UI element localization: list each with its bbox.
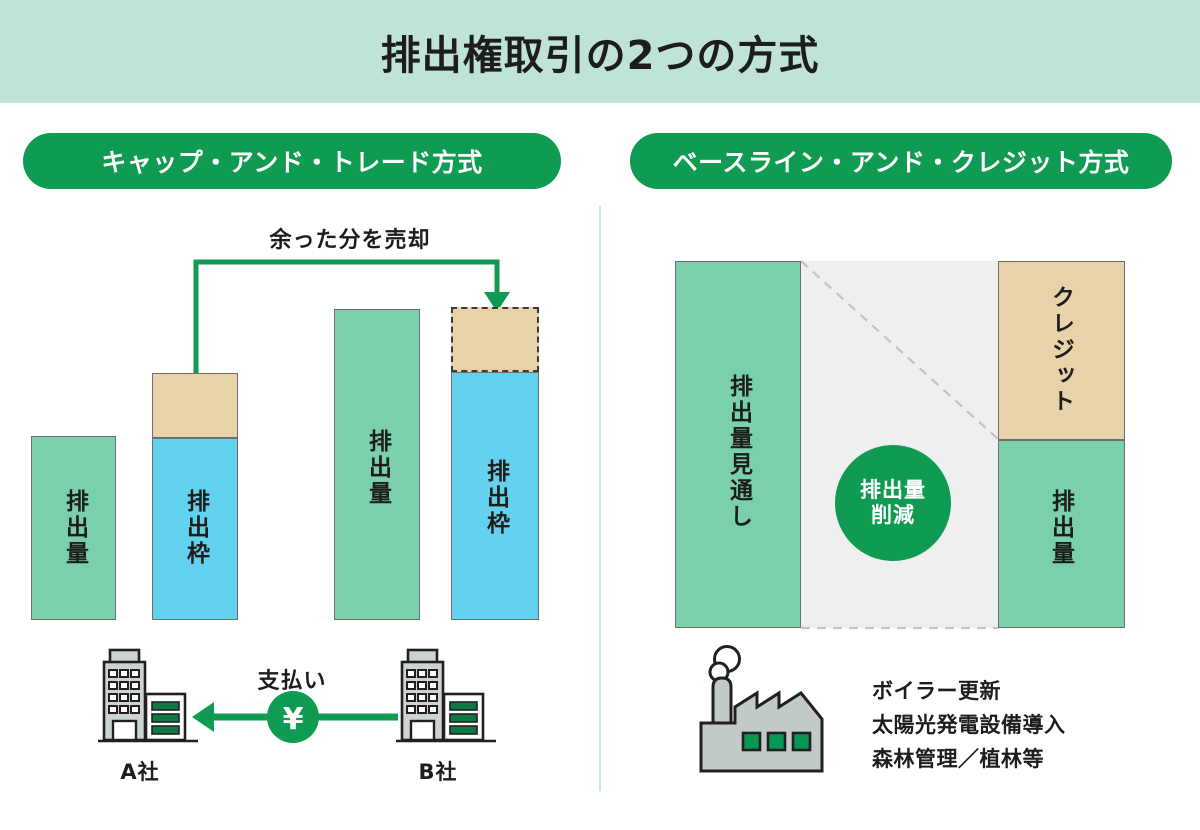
sell-surplus-connector	[193, 259, 510, 375]
company-b-label: B社	[418, 760, 458, 784]
company-a-label: A社	[120, 760, 160, 784]
reduction-measures-list: ボイラー更新 太陽光発電設備導入 森林管理／植林等	[872, 674, 1066, 776]
company-b-building-icon	[396, 648, 496, 743]
svg-text:¥: ¥	[283, 702, 304, 737]
bar-a-allowance-label: 排出枠	[182, 489, 209, 567]
right-panel-header: ベースライン・アンド・クレジット方式	[630, 133, 1172, 189]
bar-emissions-forecast-label: 排出量見通し	[725, 374, 752, 530]
panel-divider	[599, 206, 601, 791]
measure-item: 森林管理／植林等	[872, 747, 1044, 772]
bar-b-purchased-segment	[451, 307, 539, 372]
bar-emissions-forecast	[675, 261, 801, 628]
sell-surplus-label: 余った分を売却	[269, 228, 431, 253]
factory-icon	[699, 645, 824, 773]
measure-item: ボイラー更新	[872, 679, 1001, 703]
bar-b-emissions-label: 排出量	[364, 429, 391, 507]
bar-a-emissions	[31, 436, 116, 620]
bar-a-allowance	[152, 438, 238, 620]
bar-b-emissions	[334, 309, 420, 620]
bar-b-allowance-label: 排出枠	[482, 459, 509, 537]
title-banner: 排出権取引の2つの方式	[0, 0, 1200, 103]
bar-b-allowance	[451, 372, 539, 620]
company-a-building-icon	[98, 648, 198, 743]
bar-actual-emissions-label: 排出量	[1047, 489, 1074, 567]
bar-credit	[998, 261, 1125, 440]
bar-a-emissions-label: 排出量	[61, 489, 88, 567]
bar-actual-emissions	[998, 440, 1125, 628]
left-panel-header: キャップ・アンド・トレード方式	[23, 133, 561, 189]
page-title: 排出権取引の2つの方式	[380, 32, 820, 79]
emission-reduction-badge: 排出量 削減	[835, 445, 951, 561]
payment-label: 支払い	[257, 669, 327, 694]
bar-a-surplus-segment	[152, 373, 238, 438]
yen-coin-icon: ¥	[267, 691, 319, 743]
measure-item: 太陽光発電設備導入	[872, 713, 1066, 738]
reduction-line-2: 削減	[871, 503, 915, 527]
reduction-line-1: 排出量	[860, 477, 926, 502]
bar-credit-label: クレジット	[1047, 285, 1074, 415]
